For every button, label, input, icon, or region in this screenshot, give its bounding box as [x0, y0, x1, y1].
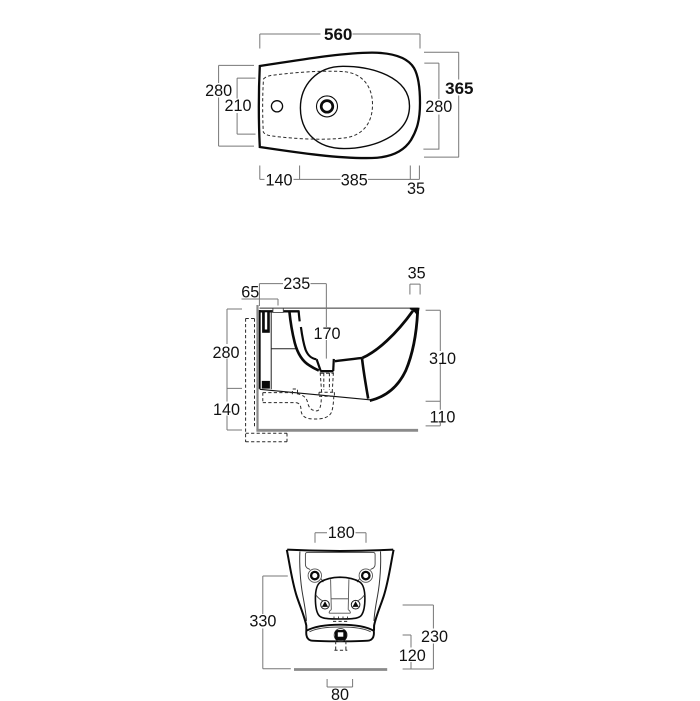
svg-text:110: 110 — [430, 409, 456, 427]
svg-text:560: 560 — [324, 25, 352, 44]
svg-text:120: 120 — [399, 647, 426, 665]
svg-text:280: 280 — [212, 344, 239, 362]
svg-text:65: 65 — [241, 284, 259, 302]
svg-text:210: 210 — [224, 97, 251, 115]
svg-text:180: 180 — [328, 524, 355, 542]
svg-text:330: 330 — [249, 613, 276, 631]
svg-text:310: 310 — [429, 350, 456, 368]
svg-text:280: 280 — [425, 98, 452, 116]
svg-text:140: 140 — [265, 171, 292, 189]
svg-text:35: 35 — [408, 264, 426, 282]
svg-text:385: 385 — [341, 171, 368, 189]
svg-text:140: 140 — [213, 401, 240, 419]
svg-text:170: 170 — [313, 325, 340, 343]
svg-text:280: 280 — [205, 82, 232, 100]
svg-text:365: 365 — [445, 79, 473, 98]
svg-text:35: 35 — [407, 180, 425, 198]
svg-text:235: 235 — [283, 275, 310, 293]
svg-text:80: 80 — [331, 686, 349, 701]
svg-text:230: 230 — [421, 628, 448, 646]
